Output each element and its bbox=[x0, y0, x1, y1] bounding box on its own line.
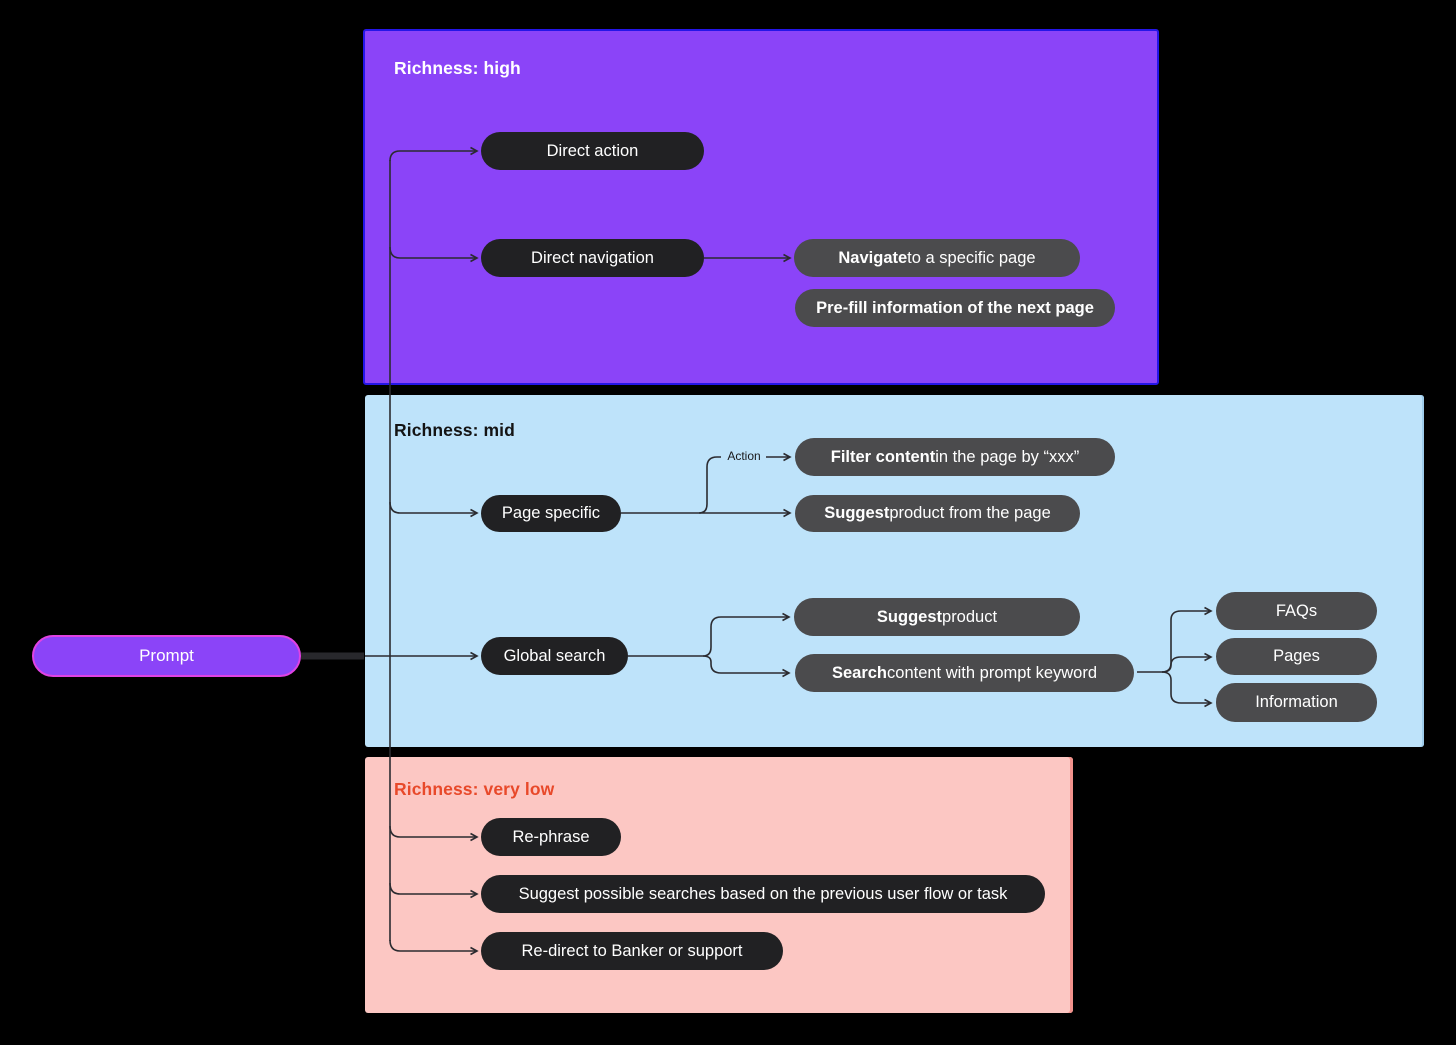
node-label: to a specific page bbox=[907, 248, 1036, 267]
node-label: product bbox=[942, 607, 998, 626]
node-navigate-page[interactable]: Navigate to a specific page bbox=[794, 239, 1080, 277]
node-pages[interactable]: Pages bbox=[1216, 638, 1377, 675]
node-label-bold: Search bbox=[831, 663, 888, 682]
node-label: Page specific bbox=[501, 504, 601, 522]
node-label-bold: Suggest bbox=[824, 504, 890, 522]
node-label-bold: Filter content bbox=[830, 447, 936, 466]
node-label-bold: Suggest bbox=[876, 607, 943, 626]
node-label: in the page by “xxx” bbox=[935, 447, 1080, 466]
node-prefill-info[interactable]: Pre-fill information of the next page bbox=[795, 289, 1115, 327]
node-direct-navigation[interactable]: Direct navigation bbox=[481, 239, 704, 277]
node-global-search[interactable]: Global search bbox=[481, 637, 628, 675]
node-label: Direct navigation bbox=[531, 248, 654, 267]
node-label-bold: Pre-fill information of the next page bbox=[816, 298, 1094, 317]
node-label: Information bbox=[1255, 693, 1338, 711]
node-label: Re-direct to Banker or support bbox=[521, 941, 743, 960]
node-label: Global search bbox=[503, 646, 606, 665]
node-faqs[interactable]: FAQs bbox=[1216, 592, 1377, 630]
node-search-content[interactable]: Search content with prompt keyword bbox=[795, 654, 1134, 692]
node-label: content with prompt keyword bbox=[887, 663, 1098, 682]
node-prompt[interactable]: Prompt bbox=[32, 635, 301, 677]
node-direct-action[interactable]: Direct action bbox=[481, 132, 704, 170]
node-label: Direct action bbox=[546, 141, 639, 160]
panel-title-richness-low: Richness: very low bbox=[394, 779, 555, 799]
node-page-specific[interactable]: Page specific bbox=[481, 495, 621, 532]
node-rephrase[interactable]: Re-phrase bbox=[481, 818, 621, 856]
panel-title-richness-mid: Richness: mid bbox=[394, 420, 515, 440]
node-filter-content[interactable]: Filter content in the page by “xxx” bbox=[795, 438, 1115, 476]
edge-label-action: Action bbox=[727, 449, 761, 463]
node-information[interactable]: Information bbox=[1216, 683, 1377, 722]
node-label: FAQs bbox=[1275, 601, 1318, 620]
node-redirect-banker[interactable]: Re-direct to Banker or support bbox=[481, 932, 783, 970]
node-suggest-product-page[interactable]: Suggest product from the page bbox=[795, 495, 1080, 532]
node-label: Pages bbox=[1273, 647, 1320, 665]
panel-title-richness-high: Richness: high bbox=[394, 58, 521, 78]
node-suggest-searches[interactable]: Suggest possible searches based on the p… bbox=[481, 875, 1045, 913]
node-label-bold: Navigate bbox=[838, 248, 908, 267]
node-label: Prompt bbox=[139, 646, 194, 665]
node-label: Suggest possible searches based on the p… bbox=[518, 884, 1008, 903]
node-label: product from the page bbox=[889, 504, 1051, 522]
node-suggest-product[interactable]: Suggest product bbox=[794, 598, 1080, 636]
panel-richness-high bbox=[363, 29, 1159, 385]
node-label: Re-phrase bbox=[512, 827, 590, 846]
